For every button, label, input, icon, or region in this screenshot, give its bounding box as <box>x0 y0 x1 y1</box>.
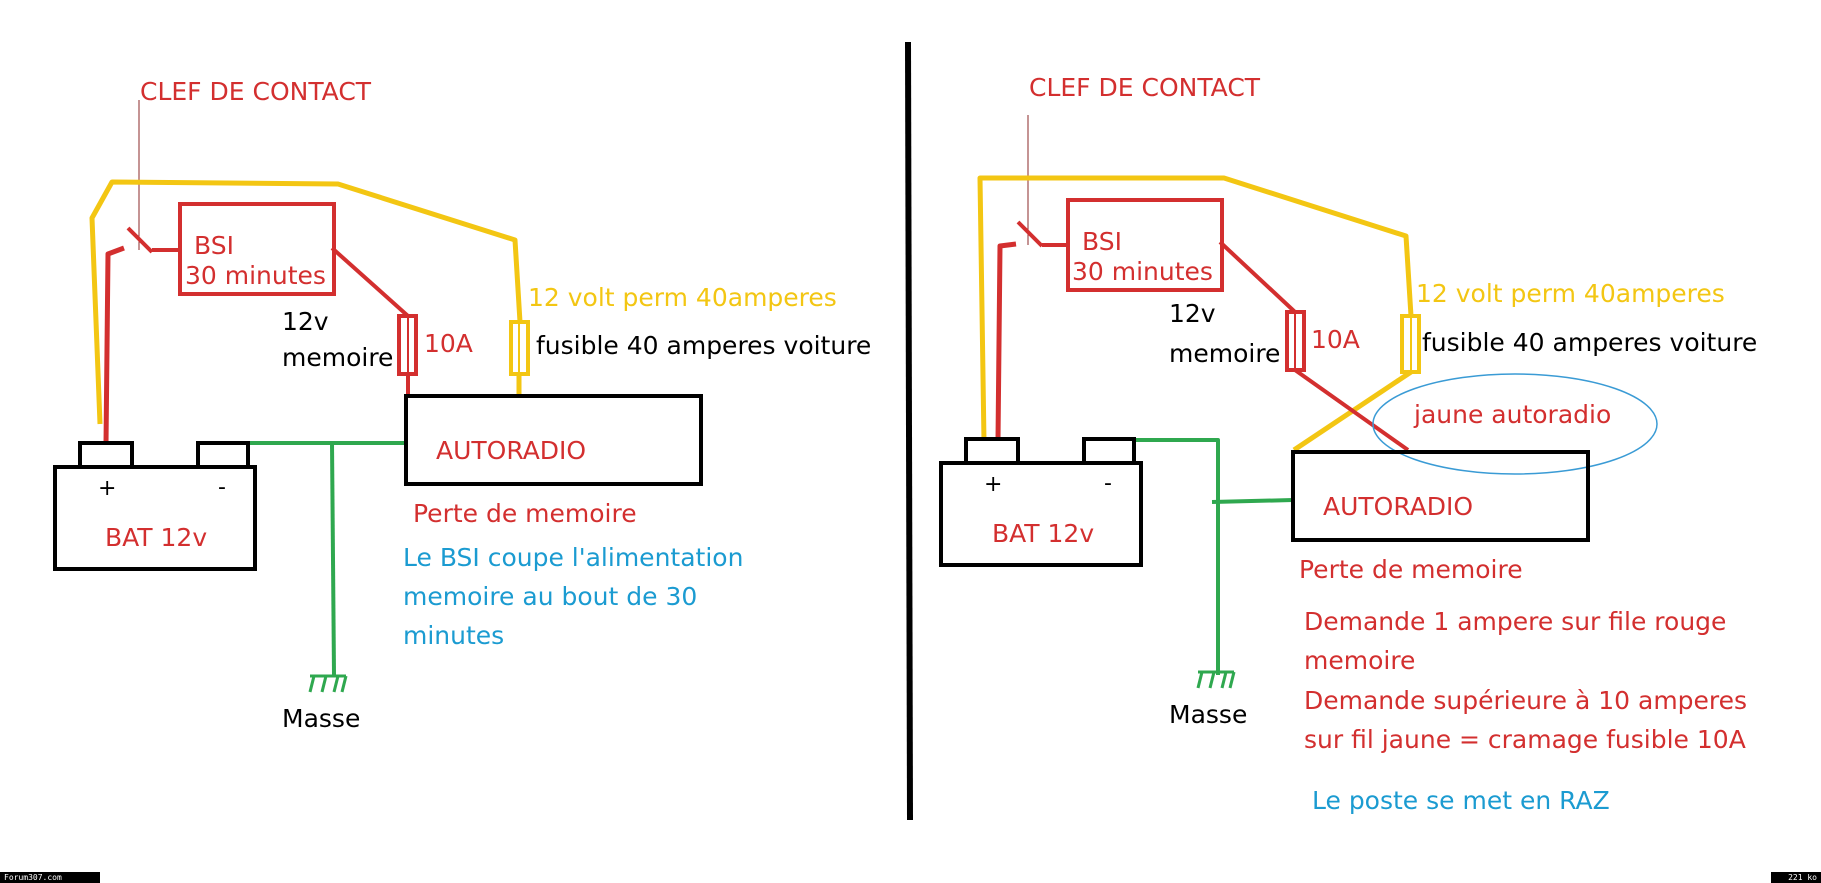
right-bsi-label: BSI <box>1082 227 1122 256</box>
right-red-wire-bsi-fuse <box>1218 240 1297 314</box>
left-battery-label: BAT 12v <box>105 523 207 552</box>
right-battery-terminal-plus <box>964 437 1020 465</box>
left-battery-terminal-plus <box>78 441 134 469</box>
left-battery-minus: - <box>218 475 226 500</box>
right-red-wire-battery <box>995 241 1017 441</box>
left-ground-label: Masse <box>282 704 360 733</box>
left-battery-body <box>53 465 257 571</box>
right-key-label: CLEF DE CONTACT <box>1029 73 1261 102</box>
right-battery-label: BAT 12v <box>992 519 1094 548</box>
right-red-wire-cross <box>1293 368 1410 452</box>
left-bsi-box <box>178 202 336 296</box>
footer-left-badge: Forum307.com <box>0 872 100 883</box>
right-battery-body <box>939 461 1143 567</box>
right-battery-terminal-minus <box>1082 437 1136 465</box>
left-red-wire-battery <box>103 245 125 445</box>
right-green-wire <box>1136 438 1220 675</box>
right-green-wire-to-radio <box>1211 498 1294 504</box>
right-demand-line4: sur fil jaune = cramage fusible 10A <box>1304 725 1746 754</box>
footer-right-badge: 221 ko <box>1771 872 1821 883</box>
right-battery-minus: - <box>1104 471 1112 496</box>
right-mem-label-2: memoire <box>1169 339 1280 368</box>
left-panel: CLEF DE CONTACT BSI 30 minutes 12v memoi… <box>53 77 871 733</box>
right-yellow-wire-label: jaune autoradio <box>1413 400 1611 429</box>
left-bsi-label: BSI <box>194 231 234 260</box>
right-ground-symbol <box>1196 670 1236 689</box>
left-key-switch <box>126 226 154 254</box>
right-fuse-10a <box>1285 310 1306 372</box>
right-demand-line2: memoire <box>1304 646 1415 675</box>
left-note-line3: minutes <box>403 621 504 650</box>
right-demand-line3: Demande supérieure à 10 amperes <box>1304 686 1747 715</box>
left-battery-terminal-minus <box>196 441 250 469</box>
footer-right-text: 221 ko <box>1788 873 1817 882</box>
right-fuse-40a-label: fusible 40 amperes voiture <box>1422 328 1757 357</box>
left-fuse-10a <box>397 314 418 376</box>
left-autoradio-label: AUTORADIO <box>436 436 586 465</box>
left-fuse-40a <box>509 320 530 376</box>
right-perm-label: 12 volt perm 40amperes <box>1416 279 1725 308</box>
right-autoradio-label: AUTORADIO <box>1323 492 1473 521</box>
left-autoradio-box <box>404 394 703 486</box>
left-battery-plus: + <box>98 476 116 501</box>
left-yellow-wire <box>89 179 523 425</box>
left-fuse-10a-label: 10A <box>424 329 473 358</box>
left-key-label: CLEF DE CONTACT <box>140 77 372 106</box>
right-ground-label: Masse <box>1169 700 1247 729</box>
left-mem-label-1: 12v <box>282 307 329 336</box>
right-key-switch <box>1016 220 1044 248</box>
right-reset-label: Le poste se met en RAZ <box>1312 786 1610 815</box>
right-fuse-10a-label: 10A <box>1311 325 1360 354</box>
right-yellow-wire-highlight <box>1372 373 1658 475</box>
right-mem-label-1: 12v <box>1169 299 1216 328</box>
right-panel: CLEF DE CONTACT BSI 30 minutes 12v memoi… <box>939 73 1757 815</box>
right-demand-line1: Demande 1 ampere sur file rouge <box>1304 607 1726 636</box>
right-battery-plus: + <box>984 472 1002 497</box>
left-fuse-40a-label: fusible 40 amperes voiture <box>536 331 871 360</box>
left-note-line1: Le BSI coupe l'alimentation <box>403 543 743 572</box>
left-note-line2: memoire au bout de 30 <box>403 582 697 611</box>
center-divider <box>905 41 913 821</box>
right-bsi-duration: 30 minutes <box>1072 257 1213 286</box>
left-mem-label-2: memoire <box>282 343 393 372</box>
right-yellow-wire <box>977 175 1414 443</box>
right-bsi-box <box>1066 198 1224 292</box>
right-loss-label: Perte de memoire <box>1299 555 1523 584</box>
right-autoradio-box <box>1291 450 1590 542</box>
left-green-wire-down <box>330 442 336 676</box>
left-bsi-duration: 30 minutes <box>185 261 326 290</box>
left-ground-symbol <box>308 674 348 693</box>
left-perm-label: 12 volt perm 40amperes <box>528 283 837 312</box>
left-red-wire-bsi-fuse <box>330 246 410 318</box>
left-loss-label: Perte de memoire <box>413 499 637 528</box>
right-fuse-40a <box>1400 314 1421 374</box>
footer-left-text: Forum307.com <box>4 873 62 882</box>
